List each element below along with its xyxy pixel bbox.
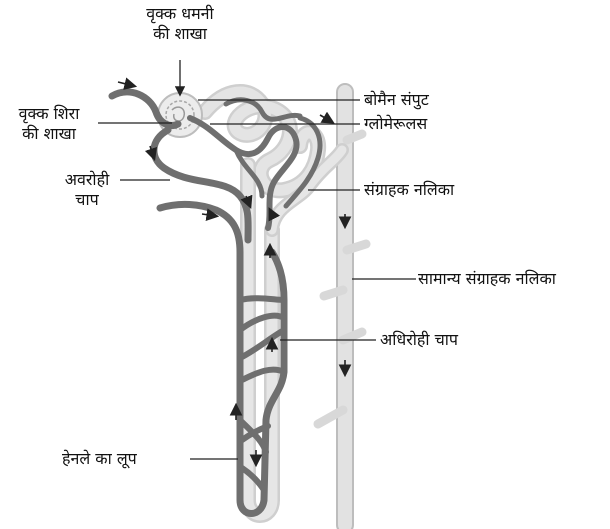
glomerulus-label: ग्लोमेरूलस	[364, 114, 427, 134]
collecting-tubule-label: संग्राहक नलिका	[364, 180, 454, 200]
renal-vein-label-line2: की शाखा	[0, 124, 98, 144]
descending-limb-label-line1: अवरोही	[52, 170, 122, 190]
renal-artery-label-line2: की शाखा	[130, 24, 230, 44]
loop-of-henle-label: हेनले का लूप	[62, 449, 137, 469]
common-collecting-duct-label: सामान्य संग्राहक नलिका	[418, 269, 556, 289]
descending-limb-label-line2: चाप	[52, 190, 122, 210]
bowman-capsule-label: बोमैन संपुट	[364, 90, 429, 110]
descending-limb-label: अवरोही चाप	[52, 170, 122, 210]
renal-vein-label-line1: वृक्क शिरा	[0, 104, 98, 124]
ascending-limb-label: अधिरोही चाप	[380, 330, 458, 350]
renal-artery-label-line1: वृक्क धमनी	[130, 4, 230, 24]
renal-artery-label: वृक्क धमनी की शाखा	[130, 4, 230, 44]
renal-vein-label: वृक्क शिरा की शाखा	[0, 104, 98, 144]
renal-tubule-shape	[205, 92, 342, 515]
